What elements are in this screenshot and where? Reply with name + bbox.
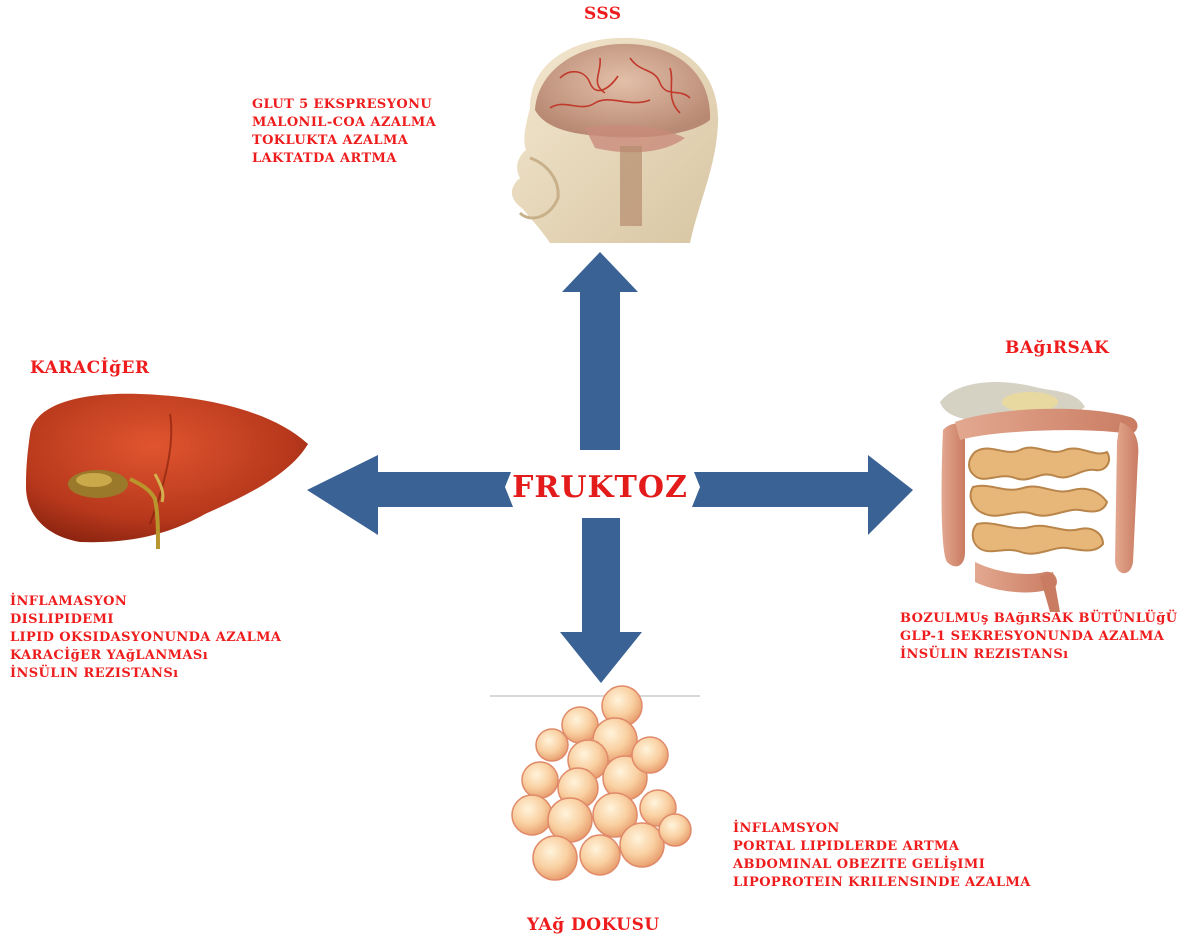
- adipose-effect-item: PORTAL LIPIDLERDE ARTMA: [733, 838, 1031, 856]
- adipose-title: YAğ DOKUSU: [527, 915, 660, 935]
- brain-effect-item: LAKTATDA ARTMA: [252, 150, 436, 168]
- brain-title: SSS: [584, 4, 622, 24]
- arrow-right: [684, 455, 913, 535]
- liver-effect-item: DISLIPIDEMI: [10, 611, 281, 629]
- intestine-illustration: [935, 372, 1150, 612]
- adipose-effect-item: İNFLAMSYON: [733, 820, 1031, 838]
- liver-effects-list: İNFLAMASYON DISLIPIDEMI LIPID OKSIDASYON…: [10, 593, 281, 683]
- intestine-effect-item: İNSÜLIN REZISTANSı: [900, 646, 1178, 664]
- intestine-effects-list: BOZULMUş BAğıRSAK BÜTÜNLÜğÜ GLP-1 SEKRES…: [900, 610, 1178, 664]
- liver-effect-item: LIPID OKSIDASYONUNDA AZALMA: [10, 629, 281, 647]
- liver-effect-item: İNSÜLIN REZISTANSı: [10, 665, 281, 683]
- brain-effect-item: MALONIL-COA AZALMA: [252, 114, 436, 132]
- brain-effects-list: GLUT 5 EKSPRESYONU MALONIL-COA AZALMA TO…: [252, 96, 436, 168]
- adipose-effect-item: ABDOMINAL OBEZITE GELİşIMI: [733, 856, 1031, 874]
- center-label-fruktoz: FRUKTOZ: [520, 462, 680, 512]
- liver-effect-item: İNFLAMASYON: [10, 593, 281, 611]
- liver-effect-item: KARACİğER YAğLANMASı: [10, 647, 281, 665]
- intestine-effect-item: BOZULMUş BAğıRSAK BÜTÜNLÜğÜ: [900, 610, 1178, 628]
- brain-effect-item: GLUT 5 EKSPRESYONU: [252, 96, 436, 114]
- adipose-effects-list: İNFLAMSYON PORTAL LIPIDLERDE ARTMA ABDOM…: [733, 820, 1031, 892]
- arrow-left: [307, 455, 522, 535]
- brain-effect-item: TOKLUKTA AZALMA: [252, 132, 436, 150]
- liver-illustration: [20, 384, 320, 554]
- adipose-effect-item: LIPOPROTEIN KRILENSINDE AZALMA: [733, 874, 1031, 892]
- head-brain-illustration: [490, 28, 730, 250]
- liver-title: KARACİğER: [30, 358, 150, 378]
- arrow-down: [560, 518, 642, 683]
- arrow-up: [562, 252, 638, 450]
- intestine-title: BAğıRSAK: [1005, 338, 1109, 358]
- fat-cells-illustration: [490, 680, 700, 890]
- intestine-effect-item: GLP-1 SEKRESYONUNDA AZALMA: [900, 628, 1178, 646]
